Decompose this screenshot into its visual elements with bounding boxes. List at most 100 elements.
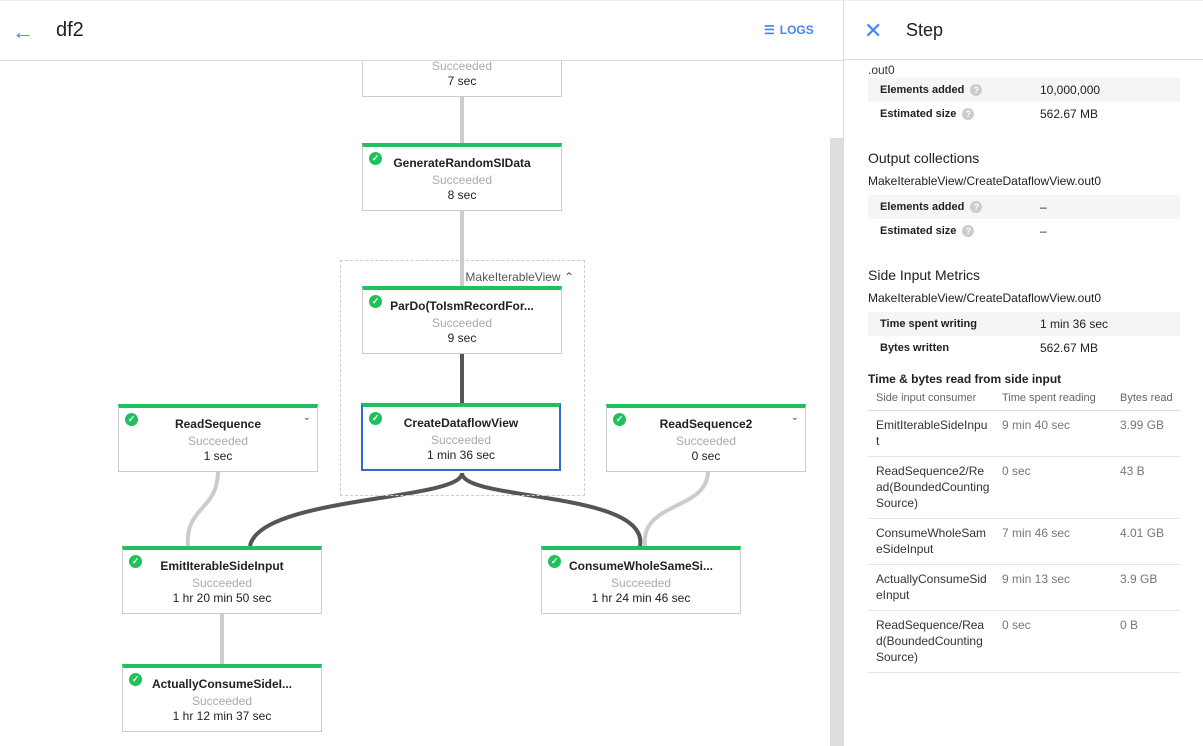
step-name: ParDo(ToIsmRecordFor... [390,299,534,313]
group-make-iterable-view: MakeIterableView ⌃ [340,260,585,496]
edge [185,470,220,547]
metric-row: Time spent writing 1 min 36 sec [868,312,1180,336]
bytes-cell: 4.01 GB [1112,518,1180,565]
metric-value: – [1040,200,1047,214]
side-input-name: MakeIterableView/CreateDataflowView.out0 [868,291,1102,305]
chevron-down-icon[interactable]: ⌄ [790,412,799,423]
output-collections-title: Output collections [868,150,980,166]
panel-title: Step [906,20,944,40]
bytes-cell: 3.99 GB [1112,410,1180,457]
step-status: Succeeded [610,576,672,590]
step-status: Succeeded [431,61,493,73]
success-check-icon: ✓ [369,412,382,425]
scrollbar[interactable] [830,138,843,746]
edge [642,470,710,547]
metric-value: – [1040,224,1047,238]
step-duration: 1 hr 20 min 50 sec [172,591,272,605]
output-collection-name: MakeIterableView/CreateDataflowView.out0 [868,174,1102,188]
success-check-icon: ✓ [125,413,138,426]
chevron-down-icon[interactable]: ⌄ [302,412,311,423]
consumer-cell: ReadSequence/Read(BoundedCountingSource) [868,610,994,673]
job-header: ← df2 ☰LOGS [0,0,843,61]
metric-label: Bytes written [880,342,950,354]
group-toggle[interactable]: MakeIterableView ⌃ [465,270,574,284]
step-status: Succeeded [430,433,492,447]
list-icon: ☰ [764,23,775,37]
consumer-cell: ConsumeWholeSameSideInput [868,518,994,565]
metric-label: Estimated size [880,225,957,237]
metric-row: Elements added? 10,000,000 [868,78,1180,102]
time-cell: 9 min 13 sec [994,564,1112,611]
column-header: Side input consumer [868,392,994,411]
metric-label: Elements added [880,84,965,96]
help-icon[interactable]: ? [962,108,975,120]
step-name: ConsumeWholeSameSi... [568,559,714,573]
back-arrow-icon[interactable]: ← [12,19,34,44]
step-name: ReadSequence [174,417,262,431]
chevron-up-icon: ⌃ [563,270,574,284]
step-name: GenerateRandomSIData [393,156,531,170]
success-check-icon: ✓ [613,413,626,426]
help-icon[interactable]: ? [962,225,975,237]
time-cell: 7 min 46 sec [994,518,1112,565]
step-duration: 8 sec [447,188,477,202]
metric-label: Time spent writing [880,318,977,330]
step-duration: 1 sec [203,449,233,463]
success-check-icon: ✓ [369,152,382,165]
metric-value: 1 min 36 sec [1040,317,1109,331]
step-duration: 7 sec [447,74,477,88]
job-title: df2 [56,19,84,41]
metric-row: Elements added? – [868,195,1180,219]
metric-row: Estimated size? – [868,219,1180,243]
graph-canvas[interactable]: MakeIterableView ⌃ ✓ Succeeded 7 sec ✓ Gen… [0,61,843,746]
step-node[interactable]: ✓ActuallyConsumeSideI... Succeeded 1 hr … [122,664,322,732]
bytes-cell: 43 B [1112,456,1180,519]
step-status: Succeeded [191,576,253,590]
step-node[interactable]: ✓⌄ReadSequence2 Succeeded 0 sec [606,404,806,472]
step-status: Succeeded [191,694,253,708]
close-icon[interactable]: ✕ [864,18,883,43]
read-table-title: Time & bytes read from side input [868,372,1062,386]
step-node[interactable]: ✓ GenerateRandomSIData Succeeded 8 sec [362,143,562,211]
edge [460,472,643,547]
step-node[interactable]: ✓⌄ReadSequence Succeeded 1 sec [118,404,318,472]
column-header: Time spent reading [994,392,1112,411]
time-cell: 0 sec [994,610,1112,673]
column-header: Bytes read [1112,392,1180,411]
logs-button[interactable]: ☰LOGS [764,23,814,37]
success-check-icon: ✓ [369,295,382,308]
metric-value: 10,000,000 [1040,83,1101,97]
consumer-cell: EmitIterableSideInput [868,410,994,457]
table-row: ReadSequence/Read(BoundedCountingSource)… [868,610,1180,673]
success-check-icon: ✓ [548,555,561,568]
step-duration: 9 sec [447,331,477,345]
success-check-icon: ✓ [129,555,142,568]
bytes-cell: 0 B [1112,610,1180,673]
success-check-icon: ✓ [129,673,142,686]
edge [248,472,464,547]
metric-value: 562.67 MB [1040,341,1099,355]
metric-label: Estimated size [880,108,957,120]
time-cell: 0 sec [994,456,1112,519]
consumer-cell: ActuallyConsumeSideInput [868,564,994,611]
bytes-cell: 3.9 GB [1112,564,1180,611]
step-node[interactable]: ✓ParDo(ToIsmRecordFor... Succeeded 9 sec [362,286,562,354]
metric-label: Elements added [880,201,965,213]
help-icon[interactable]: ? [970,84,983,96]
step-duration: 1 hr 12 min 37 sec [172,709,272,723]
step-node[interactable]: ✓CreateDataflowView Succeeded 1 min 36 s… [361,403,561,471]
graph-edges [185,93,710,664]
step-name: ReadSequence2 [659,417,753,431]
input-collection-name: .out0 [868,63,895,77]
step-node[interactable]: ✓ EmitIterableSideInput Succeeded 1 hr 20… [122,546,322,614]
metric-row: Estimated size?562.67 MB [868,102,1180,126]
side-input-read-table: Side input consumer Time spent reading B… [868,392,1180,673]
help-icon[interactable]: ? [970,201,983,213]
step-name: EmitIterableSideInput [160,559,284,573]
step-node[interactable]: ✓ConsumeWholeSameSi... Succeeded 1 hr 24… [541,546,741,614]
step-node[interactable]: ✓ Succeeded 7 sec [362,61,562,97]
step-status: Succeeded [431,173,493,187]
step-duration: 1 min 36 sec [426,448,496,462]
